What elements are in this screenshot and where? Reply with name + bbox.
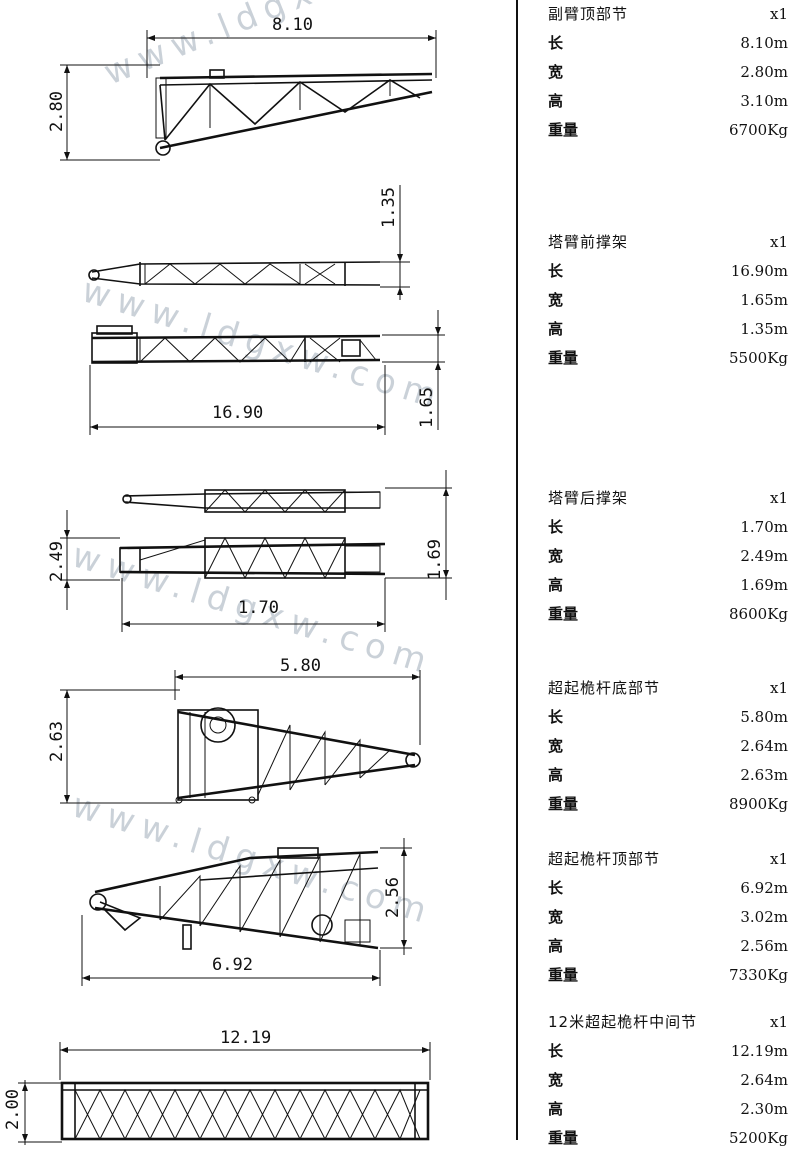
component-name: 副臂顶部节	[548, 5, 629, 23]
dim-label: 2.63	[47, 721, 67, 762]
drawing-fly-jib-top: 8.10 2.80	[47, 15, 437, 161]
dim-label: 2.00	[3, 1089, 23, 1130]
drawing-tower-jib-front-strut: 1.35 16.90 1.65	[88, 185, 445, 435]
dim-label: 1.35	[379, 187, 399, 228]
dim-label: 2.80	[47, 91, 67, 132]
spec-title-row: 超起桅杆底部节 x1	[548, 674, 788, 703]
dim-label: 8.10	[272, 15, 313, 35]
watermark-layer: www.ldgxw.com www.ldgxw.com www.ldgxw.co…	[67, 0, 462, 934]
component-name: 塔臂后撑架	[548, 489, 629, 507]
technical-drawing: www.ldgxw.com www.ldgxw.com www.ldgxw.co…	[3, 0, 462, 1145]
column-divider	[516, 0, 518, 1140]
drawing-tower-jib-rear-strut: 2.49 1.70 1.69	[47, 470, 452, 632]
dim-label: 5.80	[280, 656, 321, 676]
component-qty: x1	[769, 850, 788, 868]
spec-title-row: 塔臂前撑架 x1	[548, 228, 788, 257]
component-qty: x1	[769, 233, 788, 251]
component-name: 塔臂前撑架	[548, 233, 629, 251]
spec-title-row: 12米超起桅杆中间节 x1	[548, 1008, 788, 1037]
component-name: 超起桅杆底部节	[548, 679, 661, 697]
spec-title-row: 副臂顶部节 x1	[548, 0, 788, 29]
watermark-text: www.ldgxw.com	[98, 0, 462, 93]
drawing-superlift-mast-base: 5.80 2.63	[47, 656, 421, 804]
component-name: 12米超起桅杆中间节	[548, 1013, 698, 1031]
component-qty: x1	[769, 5, 788, 23]
component-qty: x1	[769, 489, 788, 507]
dim-label: 16.90	[212, 403, 263, 423]
spec-title-row: 超起桅杆顶部节 x1	[548, 845, 788, 874]
dim-label: 1.69	[425, 539, 445, 580]
dim-label: 1.70	[238, 598, 279, 618]
dim-label: 2.56	[383, 877, 403, 918]
component-qty: x1	[769, 1013, 788, 1031]
dim-label: 1.65	[417, 387, 437, 428]
dim-label: 6.92	[212, 955, 253, 975]
component-name: 超起桅杆顶部节	[548, 850, 661, 868]
drawing-superlift-mast-12m-middle: 12.19 2.00	[3, 1028, 431, 1145]
dim-label: 12.19	[220, 1028, 271, 1048]
spec-title-row: 塔臂后撑架 x1	[548, 484, 788, 513]
drawing-superlift-mast-top: 2.56 6.92	[81, 838, 412, 986]
watermark-text: www.ldgxw.com	[77, 270, 448, 418]
component-qty: x1	[769, 679, 788, 697]
dim-label: 2.49	[47, 541, 67, 582]
